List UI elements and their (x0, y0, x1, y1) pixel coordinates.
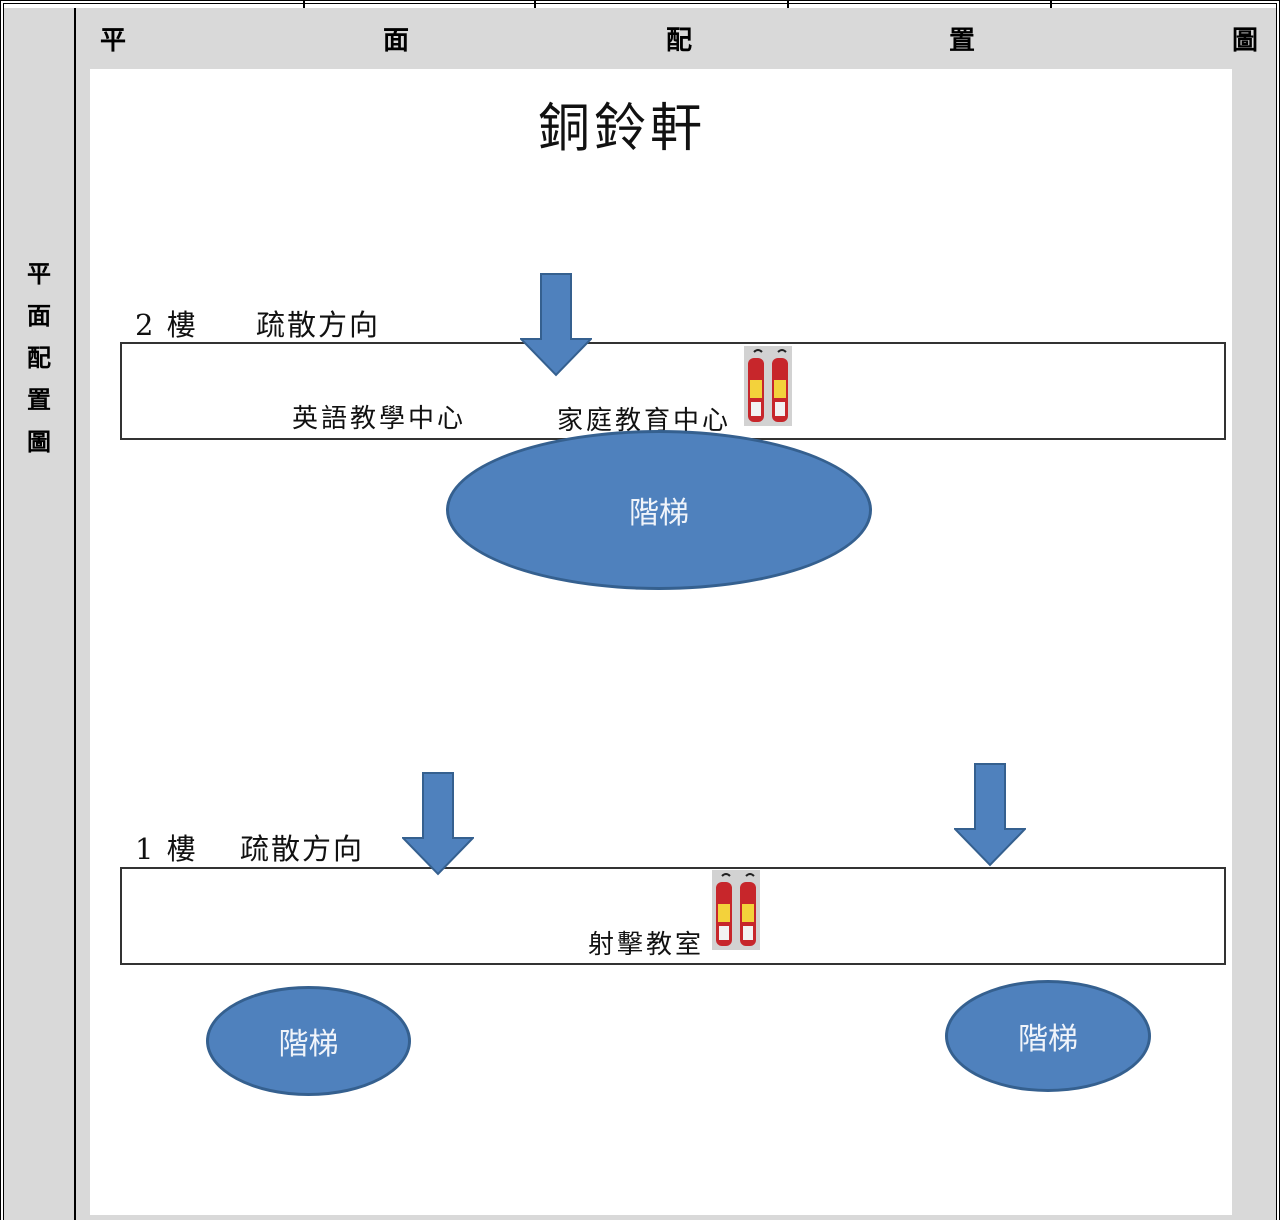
side-label: 平 面 配 置 圖 (4, 258, 74, 458)
fire-extinguisher-icon (744, 346, 792, 426)
room-english-center: 英語教學中心 (292, 404, 467, 434)
header-char: 圖 (1231, 25, 1258, 56)
arrow-down-icon (520, 273, 592, 377)
arrow-down-icon (954, 763, 1026, 867)
side-label-char: 配 (27, 343, 51, 372)
floor1-corridor (120, 867, 1226, 965)
header-char: 面 (382, 25, 409, 56)
header-char: 置 (948, 25, 975, 56)
floor2-label: 2 樓 (135, 308, 198, 342)
header-char: 平 (100, 25, 127, 56)
floor1-stairs-right-label: 階梯 (1018, 1022, 1078, 1057)
building-title: 銅鈴軒 (537, 99, 706, 159)
side-label-char: 面 (27, 301, 51, 330)
side-label-char: 圖 (27, 427, 51, 456)
floor2-direction-label: 疏散方向 (256, 308, 381, 342)
fire-extinguisher-icon (712, 870, 760, 950)
column-divider (74, 8, 76, 1220)
arrow-down-icon (402, 772, 474, 876)
header-row: 平 面 配 置 圖 (76, 8, 1276, 68)
floor1-label: 1 樓 (135, 832, 198, 866)
floor2-stairs-label: 階梯 (629, 496, 689, 531)
side-label-char: 平 (27, 259, 51, 288)
left-label-cell (4, 8, 74, 1220)
room-shooting-classroom: 射擊教室 (588, 930, 705, 960)
floor1-direction-label: 疏散方向 (240, 832, 365, 866)
floor1-stairs-left: 階梯 (206, 986, 411, 1096)
header-char: 配 (665, 25, 692, 56)
floor1-stairs-right: 階梯 (945, 980, 1151, 1092)
floor1-stairs-left-label: 階梯 (278, 1027, 339, 1062)
side-label-char: 置 (27, 385, 51, 414)
floor2-stairs: 階梯 (446, 430, 872, 590)
